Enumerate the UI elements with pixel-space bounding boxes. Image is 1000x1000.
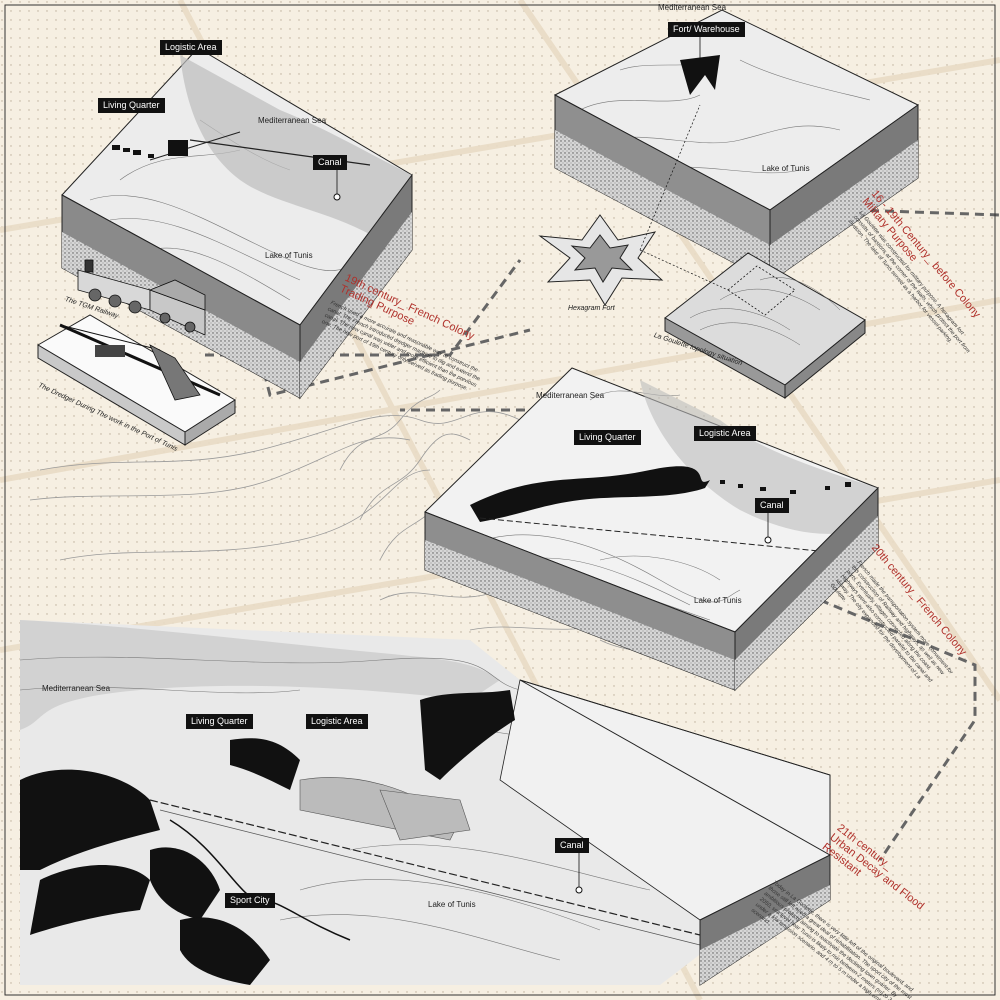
dredger-block [37,314,236,446]
sea-label-1840: Mediterranean Sea [658,3,727,12]
lake-label-1840: Lake of Tunis [762,164,810,173]
tag-canal-1950: Canal [755,498,789,513]
tag-canal-now: Canal [555,838,589,853]
tag-living-quarter-1950: Living Quarter [574,430,641,445]
sea-label-now: Mediterranean Sea [42,684,111,693]
poster-frame [4,4,996,996]
tag-sport-city: Sport City [225,893,275,908]
lake-label-now: Lake of Tunis [428,900,476,909]
tgm-railway-train [77,259,206,336]
tag-logistic-area-now: Logistic Area [306,714,368,729]
block-16-19th-century [553,9,919,283]
tag-living-quarter-1900: Living Quarter [98,98,165,113]
sea-label-1900: Mediterranean Sea [258,116,327,125]
tag-logistic-area-1950: Logistic Area [694,426,756,441]
tag-living-quarter-now: Living Quarter [186,714,253,729]
hexagram-fort-caption: Hexagram Fort [568,305,615,312]
tag-canal-1900: Canal [313,155,347,170]
lake-label-1900: Lake of Tunis [265,251,313,260]
lake-label-1950: Lake of Tunis [694,596,742,605]
sea-label-1950: Mediterranean Sea [536,391,605,400]
tag-logistic-area-1900: Logistic Area [160,40,222,55]
topology-block [664,252,866,400]
tag-fort-warehouse: Fort/ Warehouse [668,22,745,37]
block-20th-century [424,367,879,692]
block-21th-century [19,620,831,986]
hexagram-fort [538,214,664,306]
